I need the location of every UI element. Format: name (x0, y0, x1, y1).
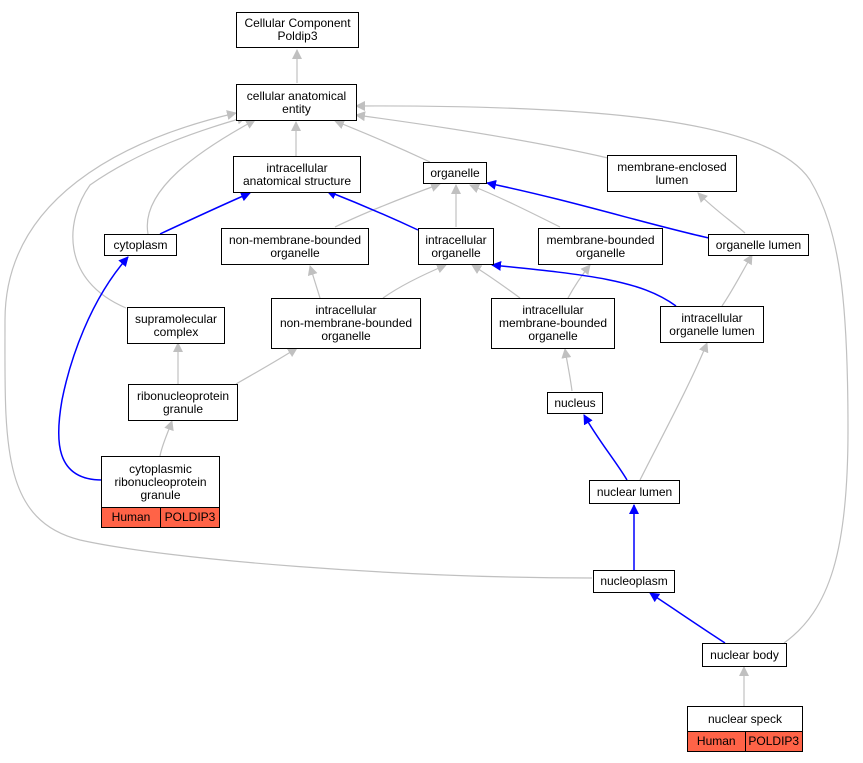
edge-cytoplasm-to-cae (146, 119, 256, 235)
node-label-line2: lumen (655, 172, 689, 187)
node-label-line2: entity (282, 101, 311, 116)
node-nuclear-body[interactable]: nuclear body (702, 643, 787, 667)
annotation-row: Human POLDIP3 (102, 507, 219, 527)
node-label-line1: cytoplasm (113, 237, 168, 252)
node-label-line1: supramolecular (134, 311, 218, 326)
node-label-line1: ribonucleoprotein (136, 388, 230, 403)
edge-crnpg-to-rnpg (159, 420, 174, 457)
node-label-line2: anatomical structure (242, 173, 352, 188)
node-ribonucleoprotein-granule[interactable]: ribonucleoprotein granule (128, 384, 238, 421)
edge-iol-to-ol (721, 254, 753, 307)
node-intracellular-anatomical-structure[interactable]: intracellular anatomical structure (233, 156, 361, 193)
node-label-line1: nucleus (554, 395, 596, 410)
annotation-gene[interactable]: POLDIP3 (160, 508, 219, 527)
node-supramolecular-complex[interactable]: supramolecular complex (127, 307, 225, 344)
edge-rnpg-to-inmbo (235, 347, 298, 385)
node-label-line3: organelle (321, 329, 371, 343)
edge-crnpg-partof-cytoplasm (57, 256, 129, 481)
edge-imbo-to-mbo (567, 264, 591, 299)
node-label-line1: nuclear lumen (596, 484, 673, 499)
node-label-line2: organelle (431, 245, 481, 260)
node-label-line2: ribonucleoprotein (114, 475, 207, 489)
edge-organelle-to-cae (334, 119, 431, 163)
edge-ol-partof-organelle (486, 179, 710, 239)
edge-nuclearbody-partof-nucleoplasm (649, 592, 726, 644)
edge-imbo-to-io (471, 264, 521, 299)
node-membrane-enclosed-lumen[interactable]: membrane-enclosed lumen (607, 155, 737, 192)
edge-cytoplasm-partof-ias (159, 191, 251, 235)
edge-inmbo-to-nmbo (307, 265, 321, 299)
edge-nucleoplasm-to-cae (4, 110, 593, 579)
node-label-line1: intracellular (425, 232, 487, 247)
node-intracellular-organelle[interactable]: intracellular organelle (418, 228, 494, 265)
node-cytoplasmic-ribonucleoprotein-granule[interactable]: cytoplasmic ribonucleoprotein granule Hu… (101, 456, 220, 528)
node-label-line2: organelle (270, 245, 320, 260)
node-label-line1: Cellular Component (244, 16, 351, 30)
node-label: cytoplasmic ribonucleoprotein granule (102, 457, 219, 508)
node-membrane-bounded-organelle[interactable]: membrane-bounded organelle (538, 228, 663, 265)
node-label-line1: cellular anatomical (246, 88, 347, 103)
edge-nuclearlumen-partof-nucleus (583, 414, 628, 481)
node-label-line1: cytoplasmic (129, 462, 192, 476)
node-label-line2: organelle (575, 245, 626, 260)
edge-io-partof-ias (326, 189, 419, 231)
node-label-line1: organelle (430, 165, 480, 180)
edge-nmbo-to-organelle (334, 182, 441, 228)
node-label-line2: non-membrane-bounded (279, 316, 413, 330)
edge-inmbo-to-io (382, 263, 447, 299)
node-nucleoplasm[interactable]: nucleoplasm (593, 570, 675, 593)
node-label-line2: Poldip3 (277, 29, 318, 43)
node-label-line1: intracellular (681, 310, 743, 325)
node-label-line2: granule (162, 401, 204, 416)
node-label-line2: complex (153, 324, 199, 339)
node-label-line2: organelle lumen (669, 323, 755, 338)
node-label-line1: membrane-bounded (546, 232, 655, 247)
edge-ol-to-mel (697, 192, 746, 234)
node-label-line1: nuclear speck (707, 712, 783, 726)
node-label-line1: organelle lumen (715, 237, 802, 252)
node-organelle-lumen[interactable]: organelle lumen (708, 234, 809, 256)
node-label-line2: membrane-bounded (498, 316, 608, 330)
annotation-species[interactable]: Human (688, 732, 745, 751)
node-intracellular-membrane-bounded-organelle[interactable]: intracellular membrane-bounded organelle (491, 298, 615, 349)
node-intracellular-organelle-lumen[interactable]: intracellular organelle lumen (660, 306, 764, 343)
node-label-line1: non-membrane-bounded (228, 232, 362, 247)
edge-nuclearlumen-to-iol (639, 342, 709, 481)
edge-supramolecular-to-cae (72, 114, 247, 309)
node-cellular-component-poldip3[interactable]: Cellular Component Poldip3 (236, 12, 359, 48)
node-cellular-anatomical-entity[interactable]: cellular anatomical entity (236, 84, 357, 121)
edge-mbo-to-organelle (469, 183, 561, 228)
node-label: nuclear speck (688, 707, 802, 732)
node-label-line1: membrane-enclosed (617, 159, 727, 174)
edge-nucleus-to-imbo (561, 348, 573, 392)
edge-mel-to-cae (355, 111, 609, 159)
node-label-line3: organelle (528, 329, 578, 343)
node-non-membrane-bounded-organelle[interactable]: non-membrane-bounded organelle (221, 228, 369, 265)
edge-nuclearbody-to-cae (355, 100, 849, 644)
node-nuclear-speck[interactable]: nuclear speck Human POLDIP3 (687, 706, 803, 752)
node-label-line3: granule (140, 488, 181, 502)
node-nuclear-lumen[interactable]: nuclear lumen (589, 480, 680, 504)
annotation-gene[interactable]: POLDIP3 (744, 732, 802, 751)
node-label-line1: nuclear body (710, 647, 779, 662)
node-label-line1: intracellular (522, 303, 584, 317)
annotation-row: Human POLDIP3 (688, 731, 802, 751)
edge-iol-partof-io (491, 260, 677, 307)
node-cytoplasm[interactable]: cytoplasm (104, 234, 177, 256)
node-label-line1: nucleoplasm (600, 574, 668, 588)
node-organelle[interactable]: organelle (423, 162, 487, 184)
node-label-line1: intracellular (315, 303, 377, 317)
node-label-line1: intracellular (266, 160, 328, 175)
annotation-species[interactable]: Human (102, 508, 160, 527)
node-intracellular-non-membrane-bounded-organelle[interactable]: intracellular non-membrane-bounded organ… (271, 298, 421, 349)
node-nucleus[interactable]: nucleus (547, 392, 603, 414)
